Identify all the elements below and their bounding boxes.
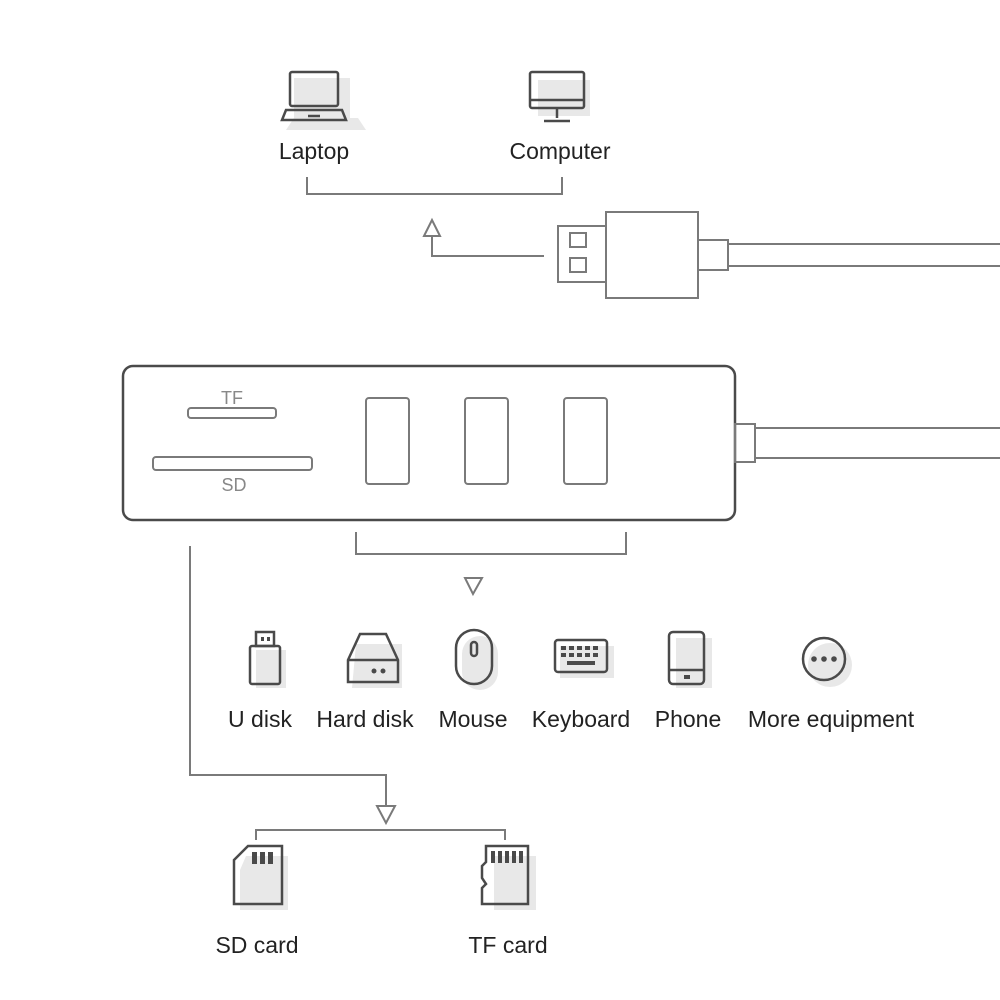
hard-disk-icon [346, 632, 402, 688]
sd-slot: SD [152, 456, 313, 495]
usb-port-3 [563, 397, 608, 485]
phone-icon [667, 630, 712, 688]
tf-slot: TF [187, 388, 277, 419]
arrow-down-icon [463, 577, 484, 597]
computer-icon [528, 70, 590, 123]
hub-body: TF SD [121, 364, 1000, 522]
usb-plug-icon [557, 211, 1000, 299]
ports-bracket [355, 532, 627, 555]
card-connector-line [189, 546, 387, 806]
more-icon [801, 636, 852, 687]
sd-card-label: SD card [215, 932, 298, 958]
device-phone: Phone [655, 630, 722, 732]
card-sd: SD card [215, 844, 299, 958]
laptop-icon [280, 70, 366, 130]
usb-port-2 [464, 397, 509, 485]
host-connector-line [431, 236, 544, 257]
usb-port-1 [365, 397, 410, 485]
device-keyboard: Keyboard [532, 638, 630, 732]
host-computer: Computer [510, 70, 611, 164]
laptop-label: Laptop [279, 138, 349, 164]
usb-drive-icon [248, 630, 286, 688]
sd-card-icon [232, 844, 288, 910]
computer-label: Computer [510, 138, 611, 164]
tf-slot-label: TF [221, 388, 243, 408]
device-hard-disk: Hard disk [316, 632, 414, 732]
host-laptop: Laptop [279, 70, 366, 164]
phone-label: Phone [655, 706, 722, 732]
arrow-up-icon [422, 217, 442, 237]
u-disk-label: U disk [228, 706, 292, 732]
mouse-label: Mouse [438, 706, 507, 732]
hosts-bracket [306, 177, 563, 195]
device-u-disk: U disk [228, 630, 292, 732]
cards-bracket [255, 829, 506, 840]
tf-card-label: TF card [468, 932, 547, 958]
keyboard-label: Keyboard [532, 706, 630, 732]
more-equipment-label: More equipment [748, 706, 915, 732]
mouse-icon [454, 628, 498, 690]
sd-slot-label: SD [221, 475, 246, 495]
device-mouse: Mouse [438, 628, 508, 732]
arrow-down-cards-icon [375, 805, 397, 826]
card-tf: TF card [468, 844, 548, 958]
tf-card-icon [480, 844, 536, 910]
device-more-equipment: More equipment [748, 636, 915, 732]
hard-disk-label: Hard disk [316, 706, 414, 732]
keyboard-icon [553, 638, 614, 678]
